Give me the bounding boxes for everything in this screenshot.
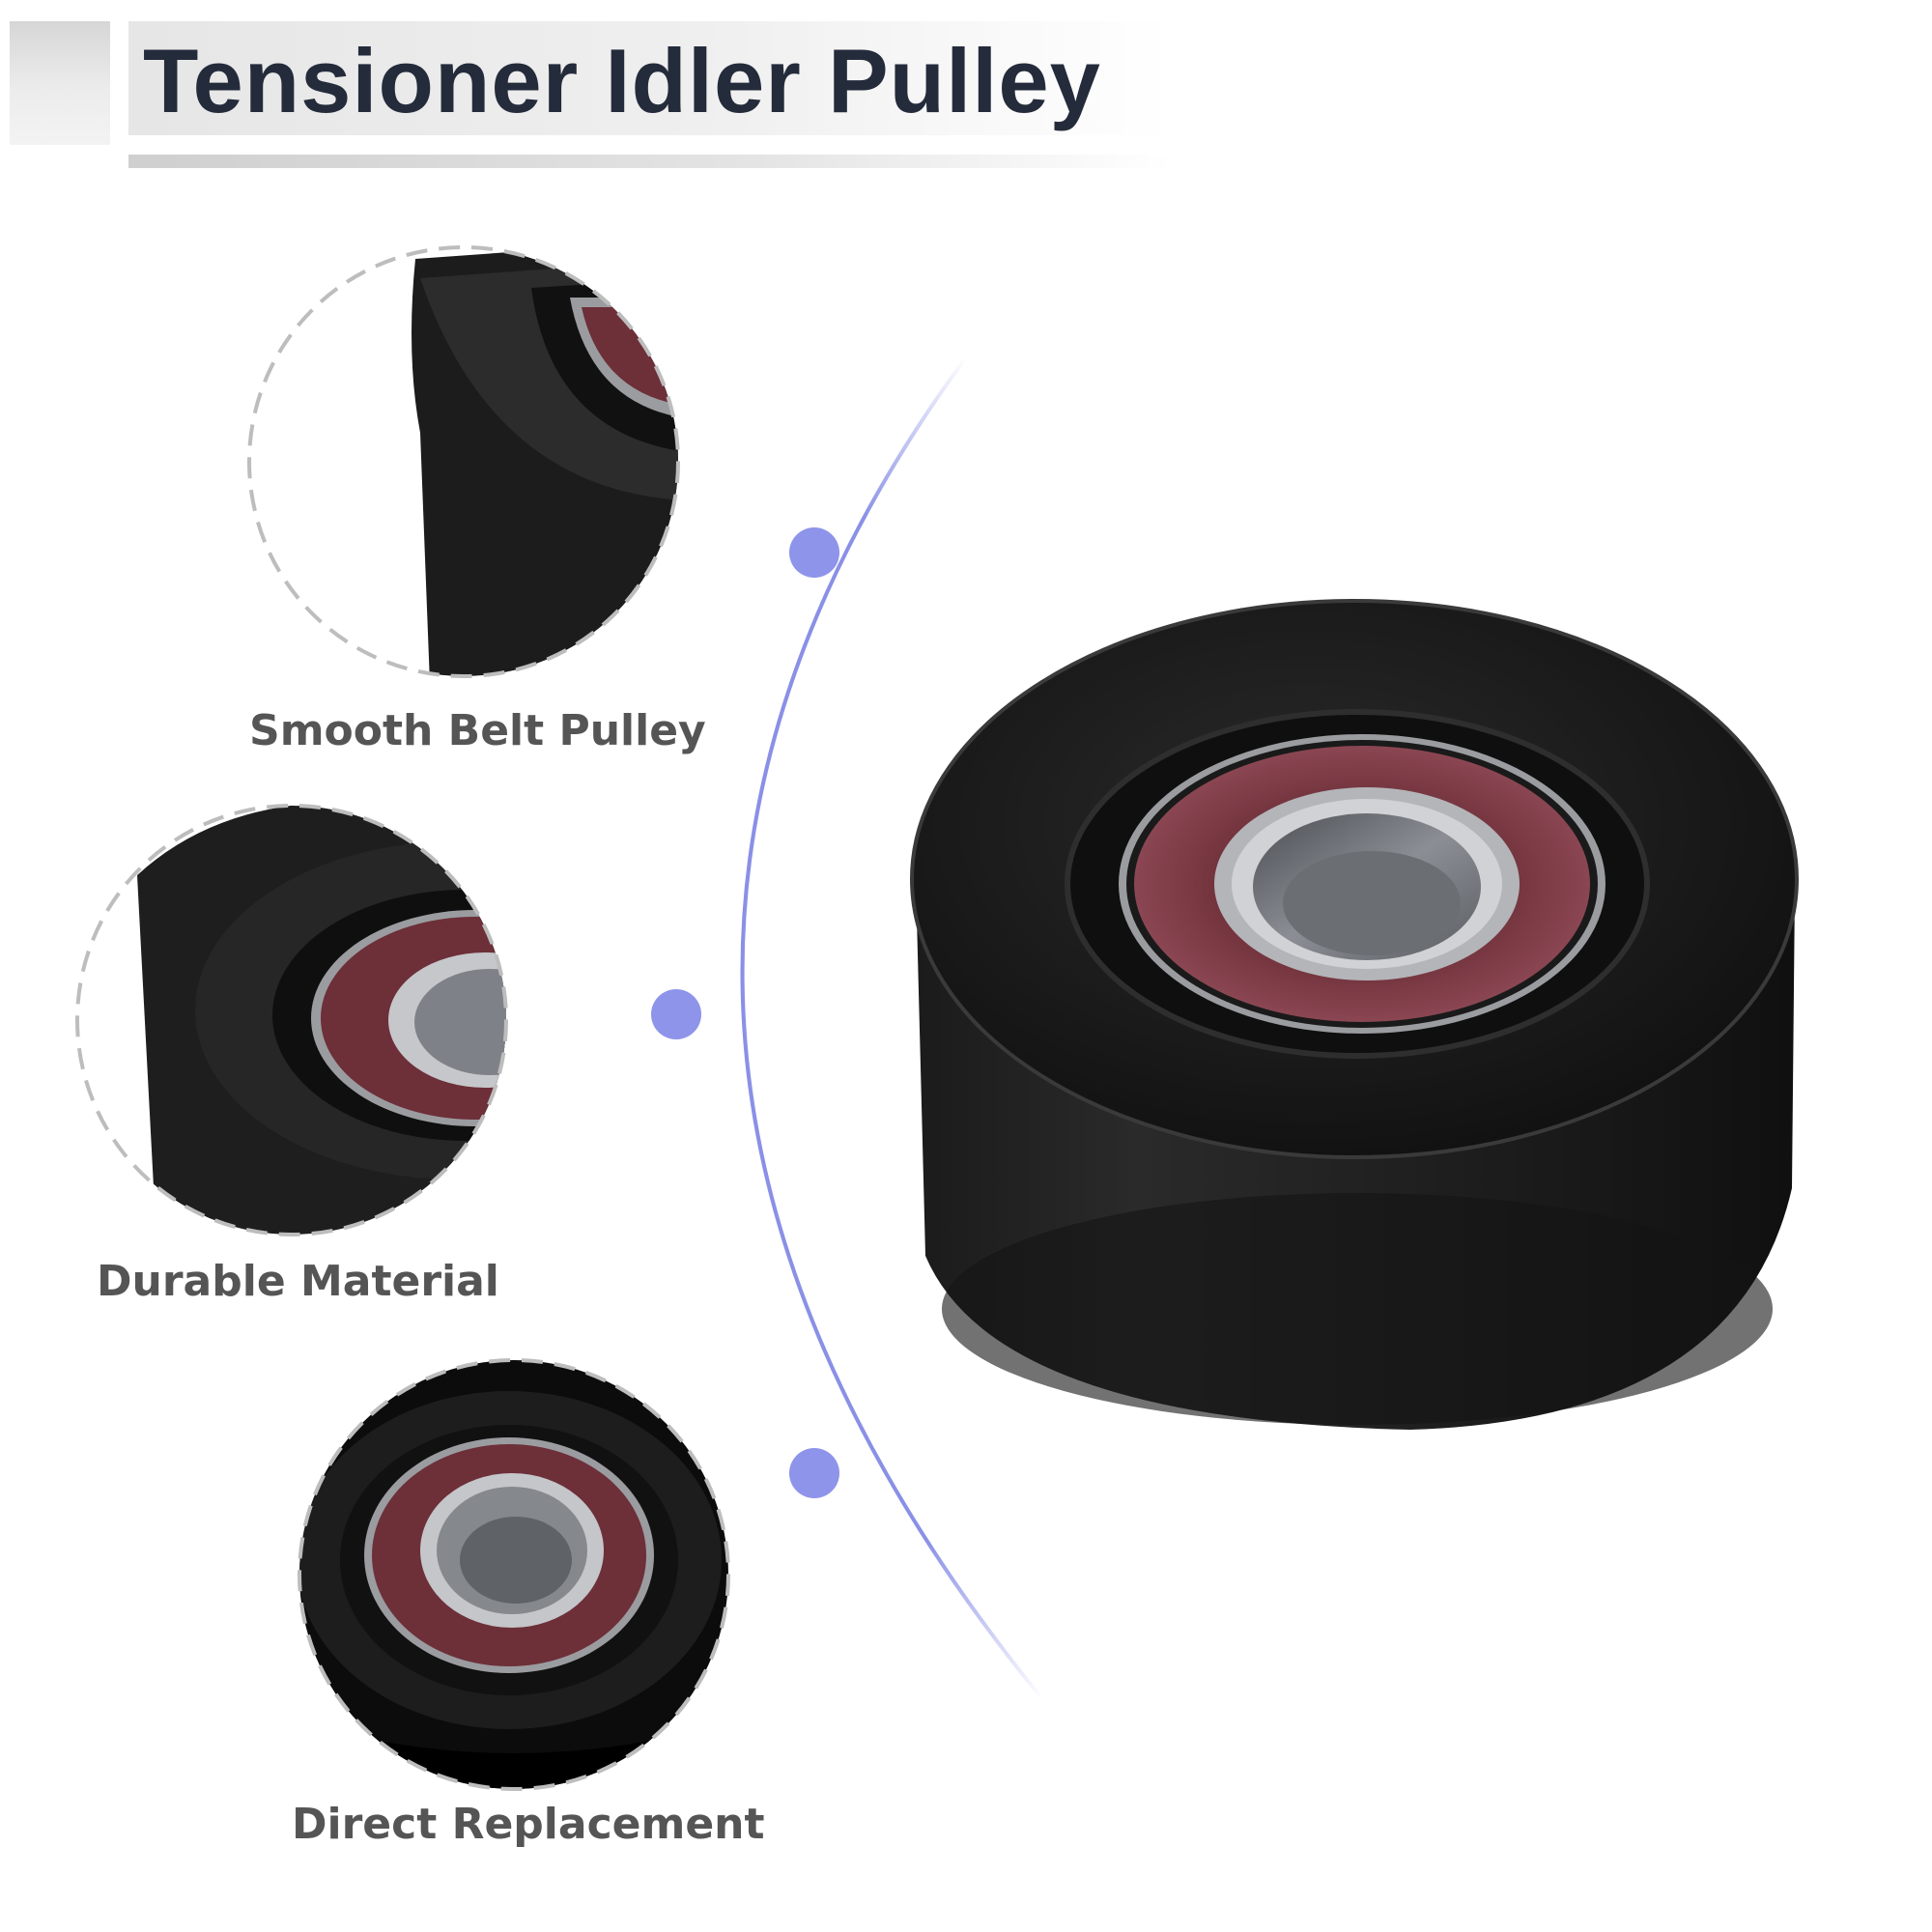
- pulley-bearing-closeup-icon: [75, 804, 508, 1236]
- pulley-front-closeup-icon: [298, 1358, 730, 1791]
- pulley-edge-closeup-icon: [247, 245, 680, 678]
- connector-dot-1: [789, 527, 839, 578]
- connector-dot-3: [789, 1448, 839, 1498]
- title-underline: [128, 155, 1172, 168]
- title-accent-block: [10, 21, 110, 145]
- feature-label-direct-replacement: Direct Replacement: [292, 1800, 765, 1849]
- page-title: Tensioner Idler Pulley: [143, 30, 1101, 131]
- feature-label-smooth-belt: Smooth Belt Pulley: [249, 706, 706, 755]
- feature-label-durable-material: Durable Material: [97, 1257, 499, 1306]
- connector-dot-2: [651, 989, 701, 1039]
- title-banner: [128, 21, 1172, 135]
